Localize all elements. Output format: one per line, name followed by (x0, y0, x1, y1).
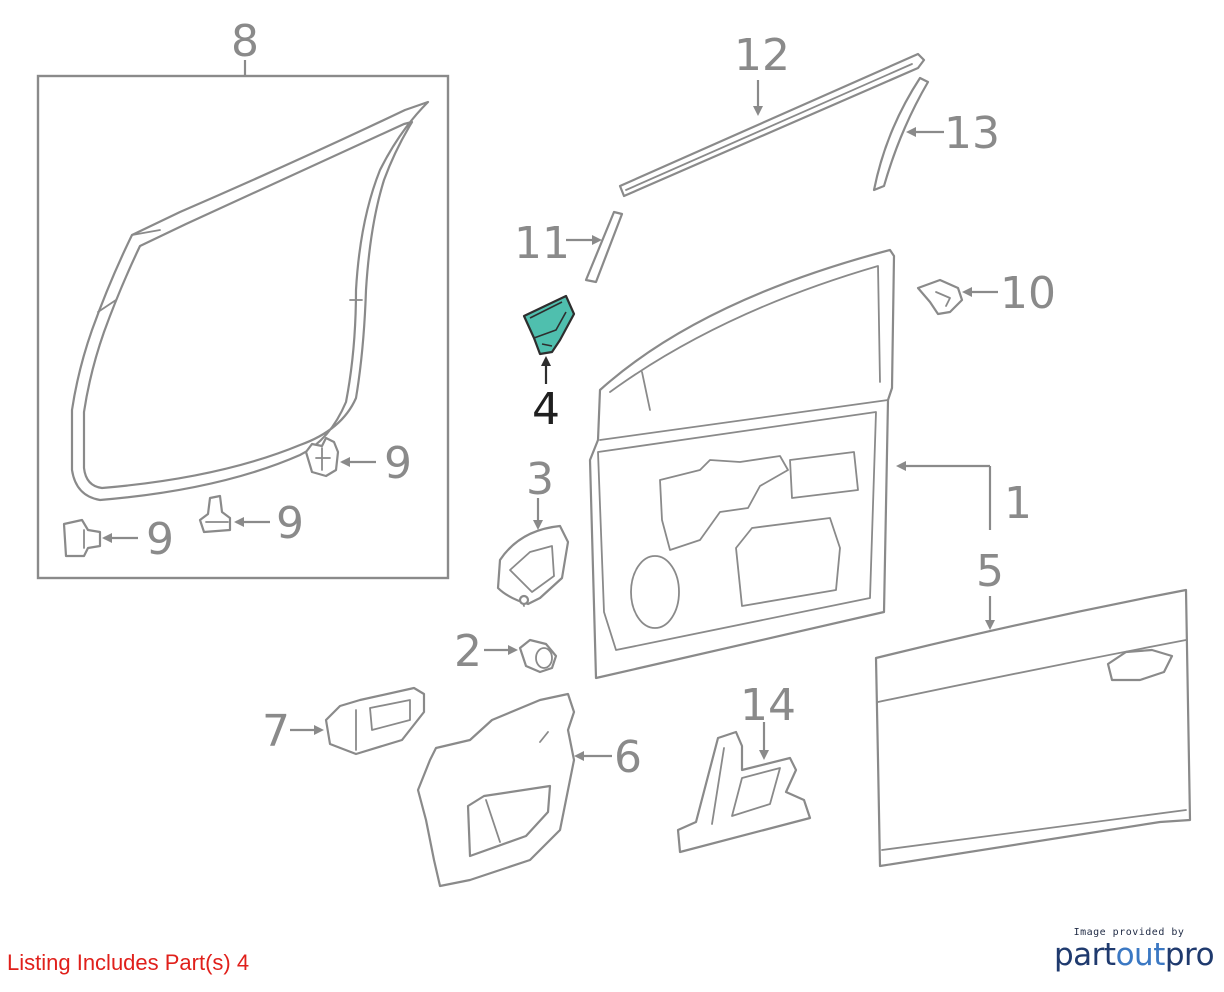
part-11-moulding[interactable]: 11 (514, 210, 624, 284)
part-13-moulding[interactable]: 13 (872, 76, 1000, 192)
part-3-bracket[interactable]: 3 (496, 454, 570, 607)
part-4-highlighted[interactable]: 4 (522, 294, 576, 435)
callout-5: 5 (976, 546, 1004, 597)
callout-10: 10 (1000, 268, 1056, 319)
callout-9c: 9 (146, 514, 174, 565)
credit-line: Image provided by (1073, 927, 1185, 938)
logo-pro: pro (1164, 937, 1215, 973)
part-8-group[interactable]: 8 9 9 9 (36, 16, 450, 580)
callout-3: 3 (526, 454, 554, 505)
part-7-bracket[interactable]: 7 (262, 686, 426, 757)
part-2-plug[interactable]: 2 (454, 626, 558, 677)
callout-1: 1 (1004, 478, 1032, 529)
callout-9b: 9 (276, 498, 304, 549)
callout-9a: 9 (384, 438, 412, 489)
part-1-door-shell[interactable]: 1 (588, 248, 1032, 680)
part-8-frame (36, 74, 450, 580)
part-9-clip-c (62, 518, 102, 558)
callout-12: 12 (734, 30, 790, 81)
callout-8: 8 (231, 16, 259, 67)
callout-2: 2 (454, 626, 482, 677)
part-8-weatherstrip (70, 100, 430, 502)
part-10-bracket[interactable]: 10 (916, 268, 1056, 319)
partoutpro-logo[interactable]: partoutpro (1054, 937, 1215, 973)
callout-4: 4 (532, 384, 560, 435)
image-credit: Image provided by partoutpro (1054, 927, 1215, 973)
part-9-clip-b (198, 494, 232, 534)
callout-13: 13 (944, 108, 1000, 159)
part-12-moulding[interactable]: 12 (618, 30, 926, 198)
callout-11: 11 (514, 218, 570, 269)
part-5-outer-panel[interactable]: 5 (874, 546, 1192, 868)
logo-part: part (1054, 937, 1116, 973)
part-6-cover[interactable]: 6 (416, 692, 642, 888)
logo-out: out (1115, 937, 1166, 973)
callout-14: 14 (740, 680, 796, 731)
part-14-bracket[interactable]: 14 (676, 680, 812, 854)
listing-note: Listing Includes Part(s) 4 (7, 950, 250, 975)
part-9-clip-a (304, 436, 340, 478)
callout-6: 6 (614, 732, 642, 783)
callout-7: 7 (262, 706, 290, 757)
